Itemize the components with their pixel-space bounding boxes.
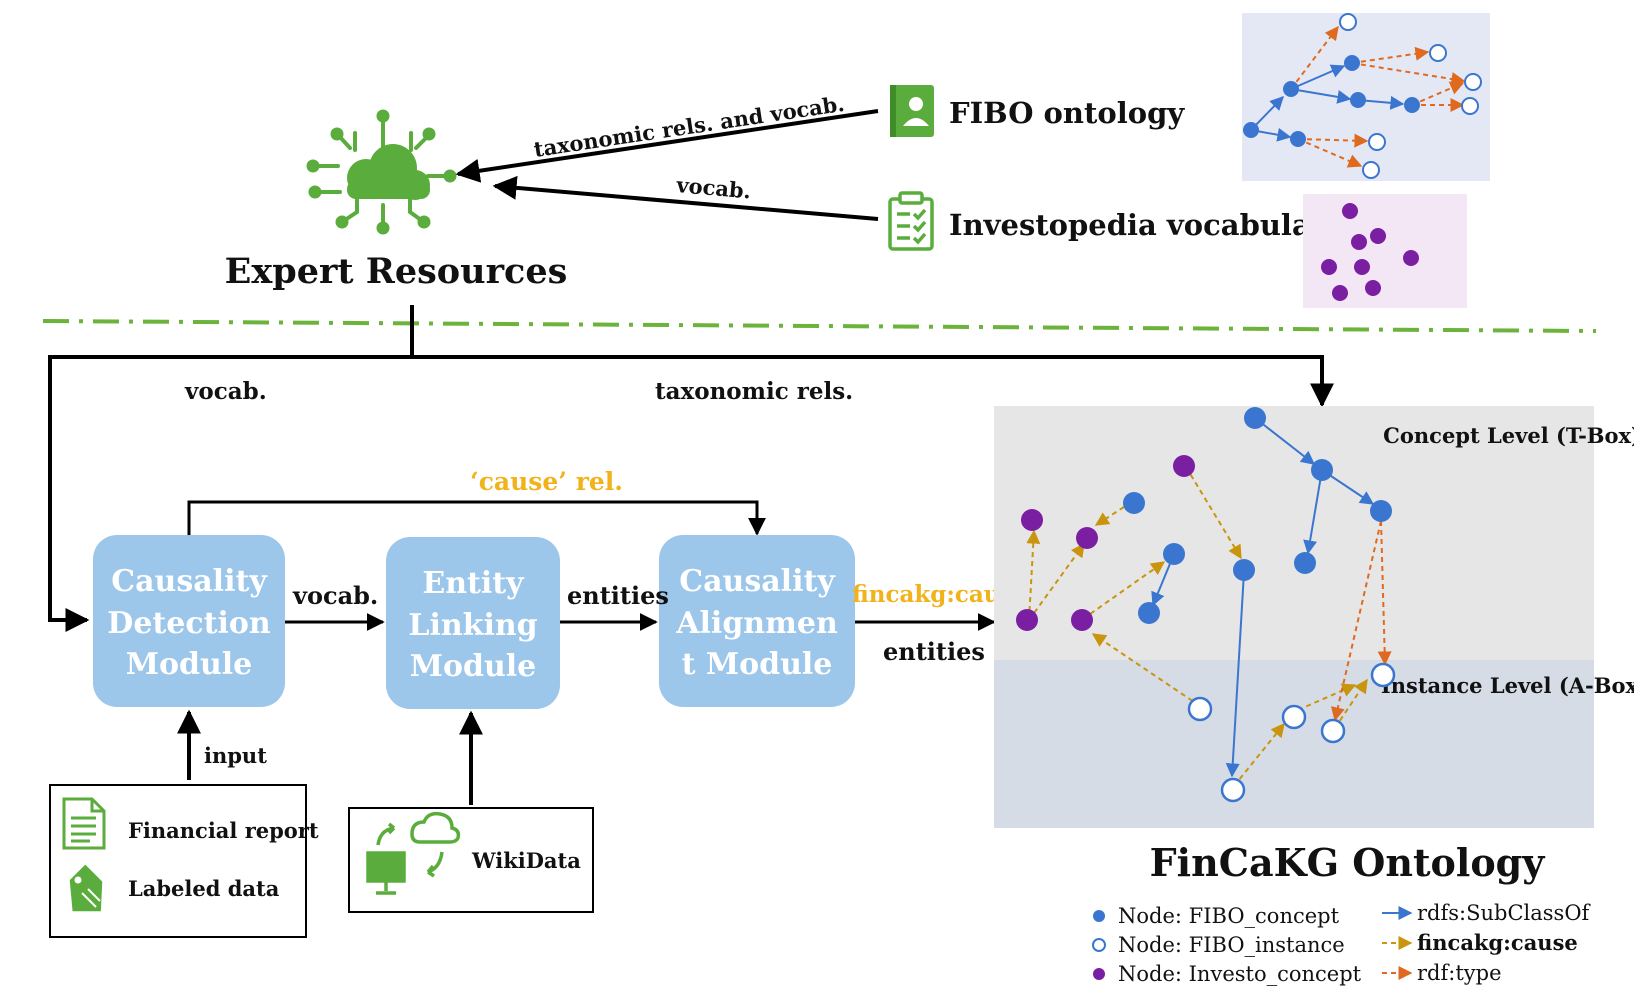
- cloud-computer-sync-icon: [366, 811, 461, 895]
- document-icon: [62, 797, 106, 850]
- wikidata-label: WikiData: [471, 848, 581, 873]
- fincakg-ontology-graph: Concept Level (T-Box) Instance Level (A-…: [994, 406, 1634, 828]
- investopedia-mini-graph: [1303, 194, 1467, 308]
- module-line: Module: [410, 649, 537, 684]
- section-divider: [42, 319, 1597, 333]
- module-line: t Module: [682, 647, 833, 682]
- legend-investo-concept: Node: Investo_concept: [1118, 962, 1362, 986]
- module-line: Causality: [679, 564, 836, 599]
- legend-subclassof: rdfs:SubClassOf: [1417, 901, 1592, 925]
- label-input: input: [204, 743, 267, 768]
- fibo-mini-graph: [1242, 13, 1490, 181]
- module-line: Module: [126, 647, 253, 682]
- module-line: Causality: [111, 564, 268, 599]
- concept-level-label: Concept Level (T-Box): [1383, 423, 1634, 448]
- label-entities-mid: entities: [567, 581, 669, 610]
- module-line: Detection: [107, 606, 271, 641]
- vocab-taxonomic-connector: [48, 305, 1334, 632]
- module-line: Alignmen: [675, 606, 838, 641]
- label-taxonomic-right: taxonomic rels.: [655, 378, 853, 405]
- label-vocab-left: vocab.: [184, 378, 267, 405]
- module-line: Linking: [408, 608, 537, 643]
- cloud-network-icon: [306, 109, 457, 235]
- input-data-box: Financial report Labeled data: [49, 784, 319, 938]
- investopedia-label: Investopedia vocabulary: [949, 208, 1344, 242]
- legend: Node: FIBO_concept Node: FIBO_instance N…: [1092, 901, 1592, 986]
- fincakg-ontology-title: FinCaKG Ontology: [1150, 840, 1546, 885]
- checklist-icon: [888, 191, 934, 251]
- expert-resources-title: Expert Resources: [225, 251, 568, 292]
- instance-level-region: [994, 660, 1594, 828]
- fibo-ontology-label: FIBO ontology: [949, 96, 1185, 130]
- edge-fibo-to-expert: [455, 109, 879, 183]
- legend-fibo-instance-marker: [1092, 938, 1106, 952]
- wikidata-box: WikiData: [348, 807, 594, 913]
- causality-detection-module: Causality Detection Module: [93, 535, 285, 707]
- causality-alignment-module: Causality Alignmen t Module: [659, 535, 855, 707]
- label-entities-out: entities: [883, 637, 985, 666]
- cause-rel-connector: [187, 500, 766, 536]
- label-cause-rel: ‘cause’ rel.: [470, 467, 623, 496]
- tag-icon: [69, 864, 103, 912]
- legend-fibo-concept: Node: FIBO_concept: [1118, 904, 1340, 928]
- labeled-data-label: Labeled data: [128, 876, 280, 901]
- instance-level-label: Instance Level (A-Box): [1381, 673, 1634, 698]
- edge-investopedia-to-expert: [492, 175, 879, 221]
- label-vocab-mid: vocab.: [292, 581, 378, 610]
- financial-report-label: Financial report: [128, 818, 319, 843]
- legend-investo-concept-marker: [1093, 968, 1105, 980]
- edge-label-taxonomic-vocab: taxonomic rels. and vocab.: [532, 91, 846, 162]
- module-line: Entity: [422, 566, 525, 601]
- legend-fibo-concept-marker: [1093, 910, 1105, 922]
- legend-cause: fincakg:cause: [1417, 930, 1578, 955]
- legend-type: rdf:type: [1417, 961, 1502, 985]
- contact-book-icon: [890, 85, 934, 137]
- entity-linking-module: Entity Linking Module: [386, 537, 560, 709]
- legend-fibo-instance: Node: FIBO_instance: [1118, 933, 1345, 957]
- edge-label-vocab: vocab.: [675, 172, 753, 203]
